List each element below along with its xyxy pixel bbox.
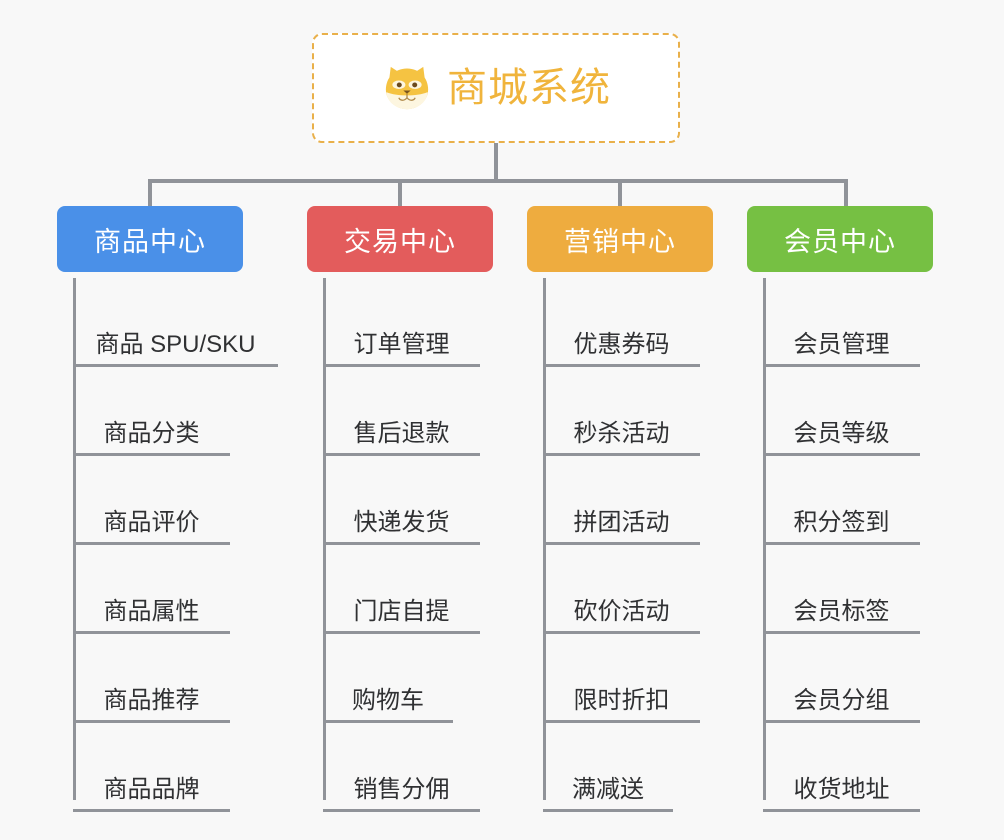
leaf-item[interactable]: 限时折扣 — [543, 634, 700, 723]
category-label: 营销中心 — [564, 226, 676, 257]
leaf-item[interactable]: 销售分佣 — [323, 723, 480, 812]
branch-bus-line — [148, 179, 848, 183]
leaf-label: 会员标签 — [793, 597, 890, 625]
leaf-label: 收货地址 — [793, 775, 890, 803]
leaf-label: 商品分类 — [103, 419, 200, 447]
leaf-item[interactable]: 快递发货 — [323, 456, 480, 545]
leaf-item[interactable]: 会员分组 — [763, 634, 920, 723]
category-box-trade-center[interactable]: 交易中心 — [307, 206, 493, 272]
leaf-label: 商品 SPU/SKU — [95, 330, 256, 358]
column-spine-line — [73, 278, 76, 800]
leaf-item[interactable]: 商品属性 — [73, 545, 230, 634]
leaf-item[interactable]: 秒杀活动 — [543, 367, 700, 456]
leaf-label: 销售分佣 — [353, 775, 450, 803]
leaf-label: 商品推荐 — [103, 686, 200, 714]
leaf-item[interactable]: 购物车 — [323, 634, 453, 723]
shiba-dog-face-icon — [381, 62, 433, 114]
category-box-member-center[interactable]: 会员中心 — [747, 206, 933, 272]
leaf-item[interactable]: 门店自提 — [323, 545, 480, 634]
leaf-item[interactable]: 商品 SPU/SKU — [73, 278, 278, 367]
category-label: 会员中心 — [784, 226, 896, 257]
root-trunk-line — [494, 143, 498, 183]
leaf-item[interactable]: 收货地址 — [763, 723, 920, 812]
category-label: 商品中心 — [94, 226, 206, 257]
leaf-label: 快递发货 — [353, 508, 450, 536]
leaf-item[interactable]: 商品分类 — [73, 367, 230, 456]
leaf-label: 秒杀活动 — [573, 419, 670, 447]
leaf-label: 商品评价 — [103, 508, 200, 536]
root-node-mall-system[interactable]: 商城系统 — [312, 33, 680, 143]
column-spine-line — [763, 278, 766, 800]
branch-drop-line-1 — [148, 179, 152, 207]
leaf-item[interactable]: 满减送 — [543, 723, 673, 812]
leaf-label: 砍价活动 — [573, 597, 670, 625]
leaf-label: 会员等级 — [793, 419, 890, 447]
leaf-label: 会员管理 — [793, 330, 890, 358]
leaf-label: 会员分组 — [793, 686, 890, 714]
leaf-item[interactable]: 会员标签 — [763, 545, 920, 634]
leaf-item[interactable]: 订单管理 — [323, 278, 480, 367]
leaf-label: 门店自提 — [353, 597, 450, 625]
branch-drop-line-4 — [844, 179, 848, 207]
column-spine-line — [543, 278, 546, 800]
leaf-item[interactable]: 优惠券码 — [543, 278, 700, 367]
leaf-item[interactable]: 商品品牌 — [73, 723, 230, 812]
leaf-label: 满减送 — [572, 775, 644, 803]
leaf-item[interactable]: 砍价活动 — [543, 545, 700, 634]
leaf-item[interactable]: 商品推荐 — [73, 634, 230, 723]
leaf-label: 限时折扣 — [573, 686, 670, 714]
branch-drop-line-3 — [618, 179, 622, 207]
leaf-label: 拼团活动 — [573, 508, 670, 536]
leaf-label: 积分签到 — [793, 508, 890, 536]
leaf-item[interactable]: 积分签到 — [763, 456, 920, 545]
leaf-label: 商品属性 — [103, 597, 200, 625]
branch-drop-line-2 — [398, 179, 402, 207]
category-label: 交易中心 — [344, 226, 456, 257]
column-spine-line — [323, 278, 326, 800]
leaf-item[interactable]: 会员管理 — [763, 278, 920, 367]
leaf-label: 订单管理 — [353, 330, 450, 358]
leaf-label: 购物车 — [352, 686, 424, 714]
leaf-label: 售后退款 — [353, 419, 450, 447]
category-box-product-center[interactable]: 商品中心 — [57, 206, 243, 272]
leaf-item[interactable]: 会员等级 — [763, 367, 920, 456]
leaf-item[interactable]: 商品评价 — [73, 456, 230, 545]
leaf-label: 优惠券码 — [573, 330, 670, 358]
leaf-item[interactable]: 售后退款 — [323, 367, 480, 456]
category-box-marketing-center[interactable]: 营销中心 — [527, 206, 713, 272]
root-title: 商城系统 — [447, 66, 611, 110]
leaf-label: 商品品牌 — [103, 775, 200, 803]
leaf-item[interactable]: 拼团活动 — [543, 456, 700, 545]
